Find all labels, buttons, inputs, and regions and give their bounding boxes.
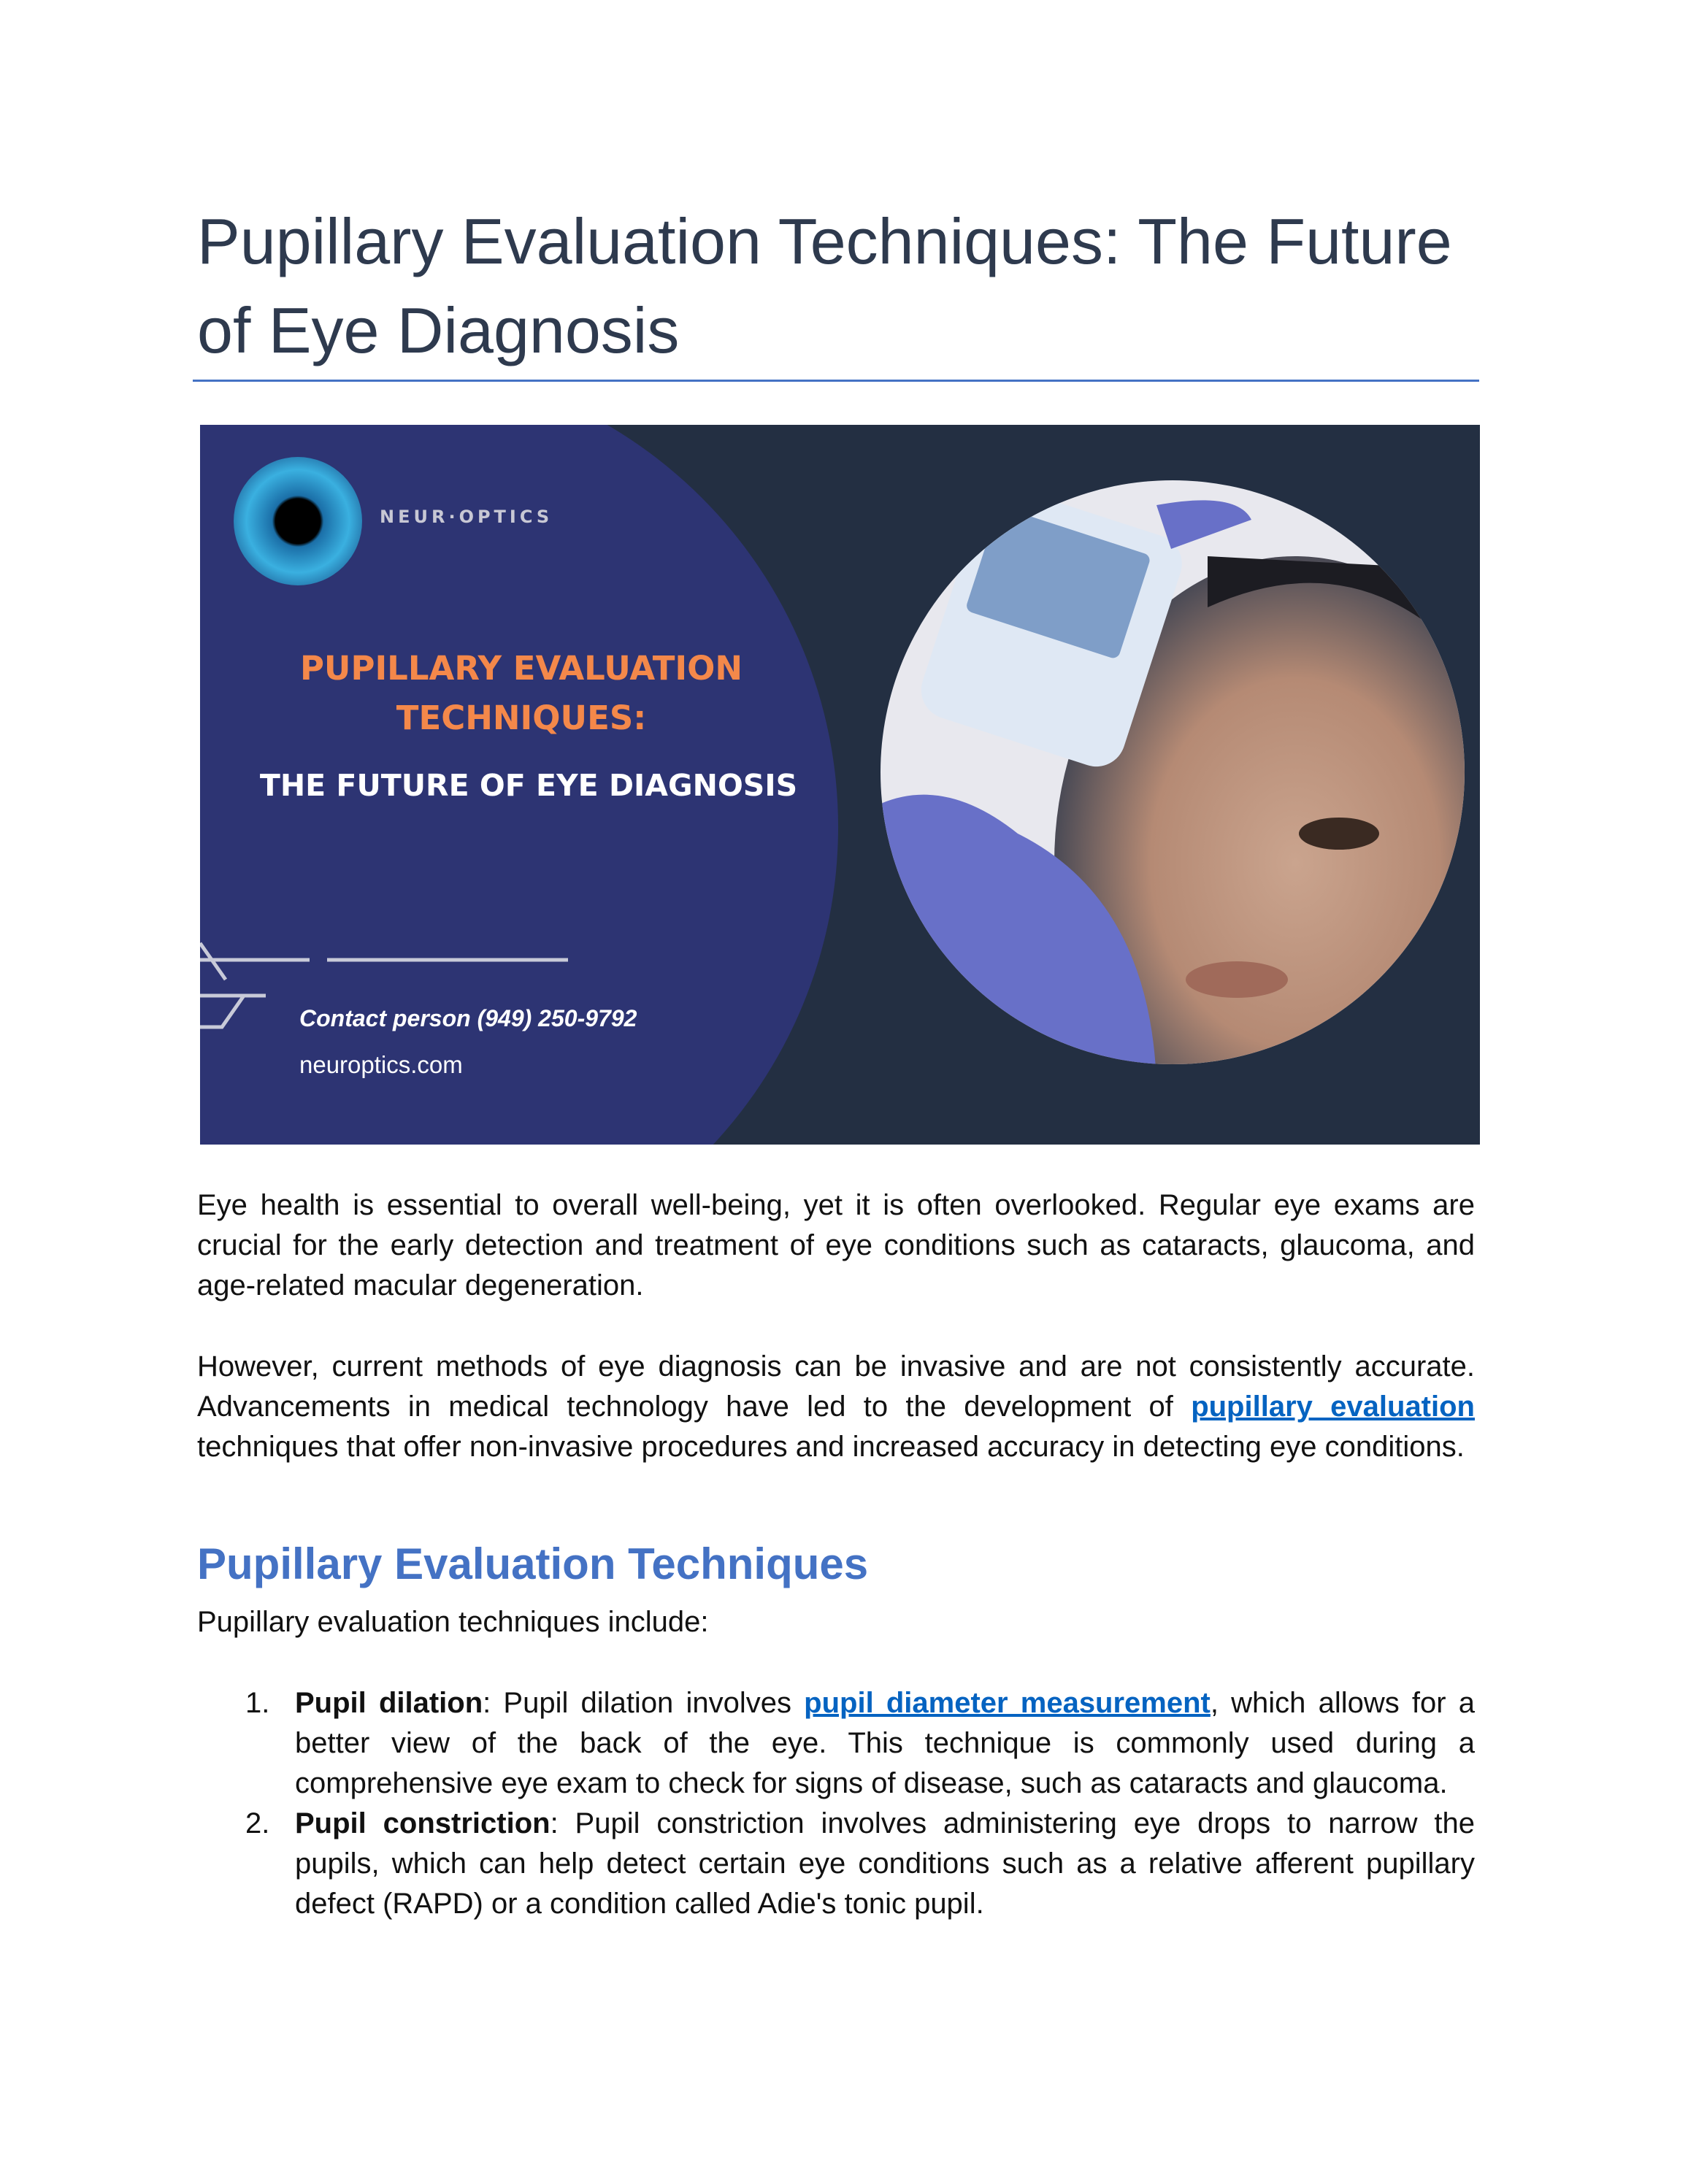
iris-logo-icon [234, 457, 362, 585]
list-item: 1. Pupil dilation: Pupil dilation involv… [245, 1683, 1476, 1804]
list-item: 2. Pupil constriction: Pupil constrictio… [245, 1804, 1475, 1924]
para2-text-end: techniques that offer non-invasive proce… [197, 1431, 1465, 1463]
para2-text: However, current methods of eye diagnosi… [197, 1350, 1475, 1423]
list-text: : Pupil constriction involves administer… [295, 1807, 1475, 1920]
banner-image: NEUR·OPTICS PUPILLARY EVALUATION TECHNIQ… [200, 425, 1480, 1145]
panel-circle [200, 425, 838, 1145]
list-text-end: , which allows for a better view of the … [295, 1687, 1476, 1799]
banner-headline: PUPILLARY EVALUATION TECHNIQUES: [299, 649, 743, 737]
banner-website: neuroptics.com [299, 1051, 463, 1078]
banner-subheadline: THE FUTURE OF EYE DIAGNOSIS [259, 768, 798, 803]
intro-paragraph: Eye health is essential to overall well-… [197, 1189, 1475, 1301]
banner-contact: Contact person (949) 250-9792 [299, 1005, 637, 1031]
pupil-diameter-measurement-link[interactable]: pupil diameter measurement [804, 1687, 1211, 1719]
list-number: 1. [245, 1687, 270, 1719]
list-term: Pupil constriction [295, 1807, 550, 1839]
list-text: : Pupil dilation involves [483, 1687, 805, 1719]
page-title: Pupillary Evaluation Techniques: The Fut… [197, 205, 1452, 366]
neuroptics-logo: NEUR·OPTICS [380, 507, 553, 527]
pupillary-evaluation-link[interactable]: pupillary evaluation [1191, 1391, 1475, 1423]
banner-graphics [200, 425, 1465, 1145]
photo-pupillometer [881, 480, 1465, 1064]
title-underline [193, 380, 1479, 382]
section-heading: Pupillary Evaluation Techniques [197, 1539, 869, 1588]
second-paragraph: However, current methods of eye diagnosi… [197, 1347, 1475, 1467]
list-intro: Pupillary evaluation techniques include: [197, 1606, 709, 1638]
list-number: 2. [245, 1807, 270, 1839]
decorative-lines [200, 942, 568, 1029]
list-term: Pupil dilation [295, 1687, 483, 1719]
